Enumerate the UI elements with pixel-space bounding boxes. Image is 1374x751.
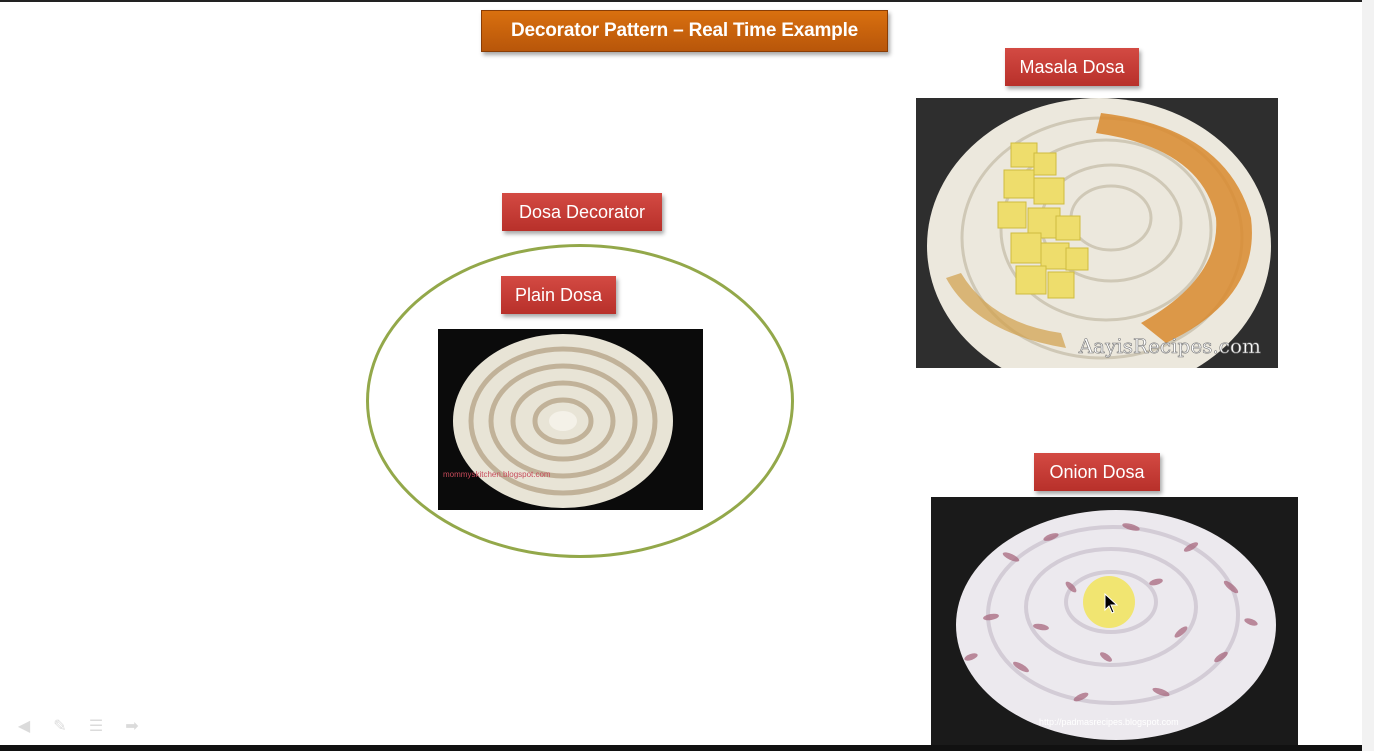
slide-title: Decorator Pattern – Real Time Example (481, 10, 888, 52)
right-edge-strip (1362, 0, 1374, 751)
dosa-decorator-label: Dosa Decorator (502, 193, 662, 231)
menu-icon[interactable]: ☰ (88, 718, 104, 735)
mouse-cursor-icon (1104, 592, 1119, 614)
masala-dosa-label: Masala Dosa (1005, 48, 1139, 86)
onion-watermark: http://padmasrecipes.blogspot.com (1039, 717, 1179, 727)
pen-icon[interactable]: ✎ (53, 718, 67, 735)
plain-dosa-photo: mommyskitchen.blogspot.com (438, 329, 703, 510)
top-border (0, 0, 1362, 2)
back-arrow-icon[interactable]: ◀ (17, 718, 31, 735)
onion-dosa-photo: http://padmasrecipes.blogspot.com (931, 497, 1298, 746)
masala-dosa-photo: AayisRecipes.com (916, 98, 1278, 368)
plain-watermark: mommyskitchen.blogspot.com (443, 470, 551, 479)
decorator-ellipse (366, 244, 794, 558)
bottom-bar (0, 745, 1362, 751)
slide-controls: ◀ ✎ ☰ ➡ (14, 717, 142, 735)
forward-arrow-icon[interactable]: ➡ (125, 718, 139, 735)
onion-dosa-label: Onion Dosa (1034, 453, 1160, 491)
masala-watermark: AayisRecipes.com (1078, 334, 1261, 358)
plain-dosa-label: Plain Dosa (501, 276, 616, 314)
